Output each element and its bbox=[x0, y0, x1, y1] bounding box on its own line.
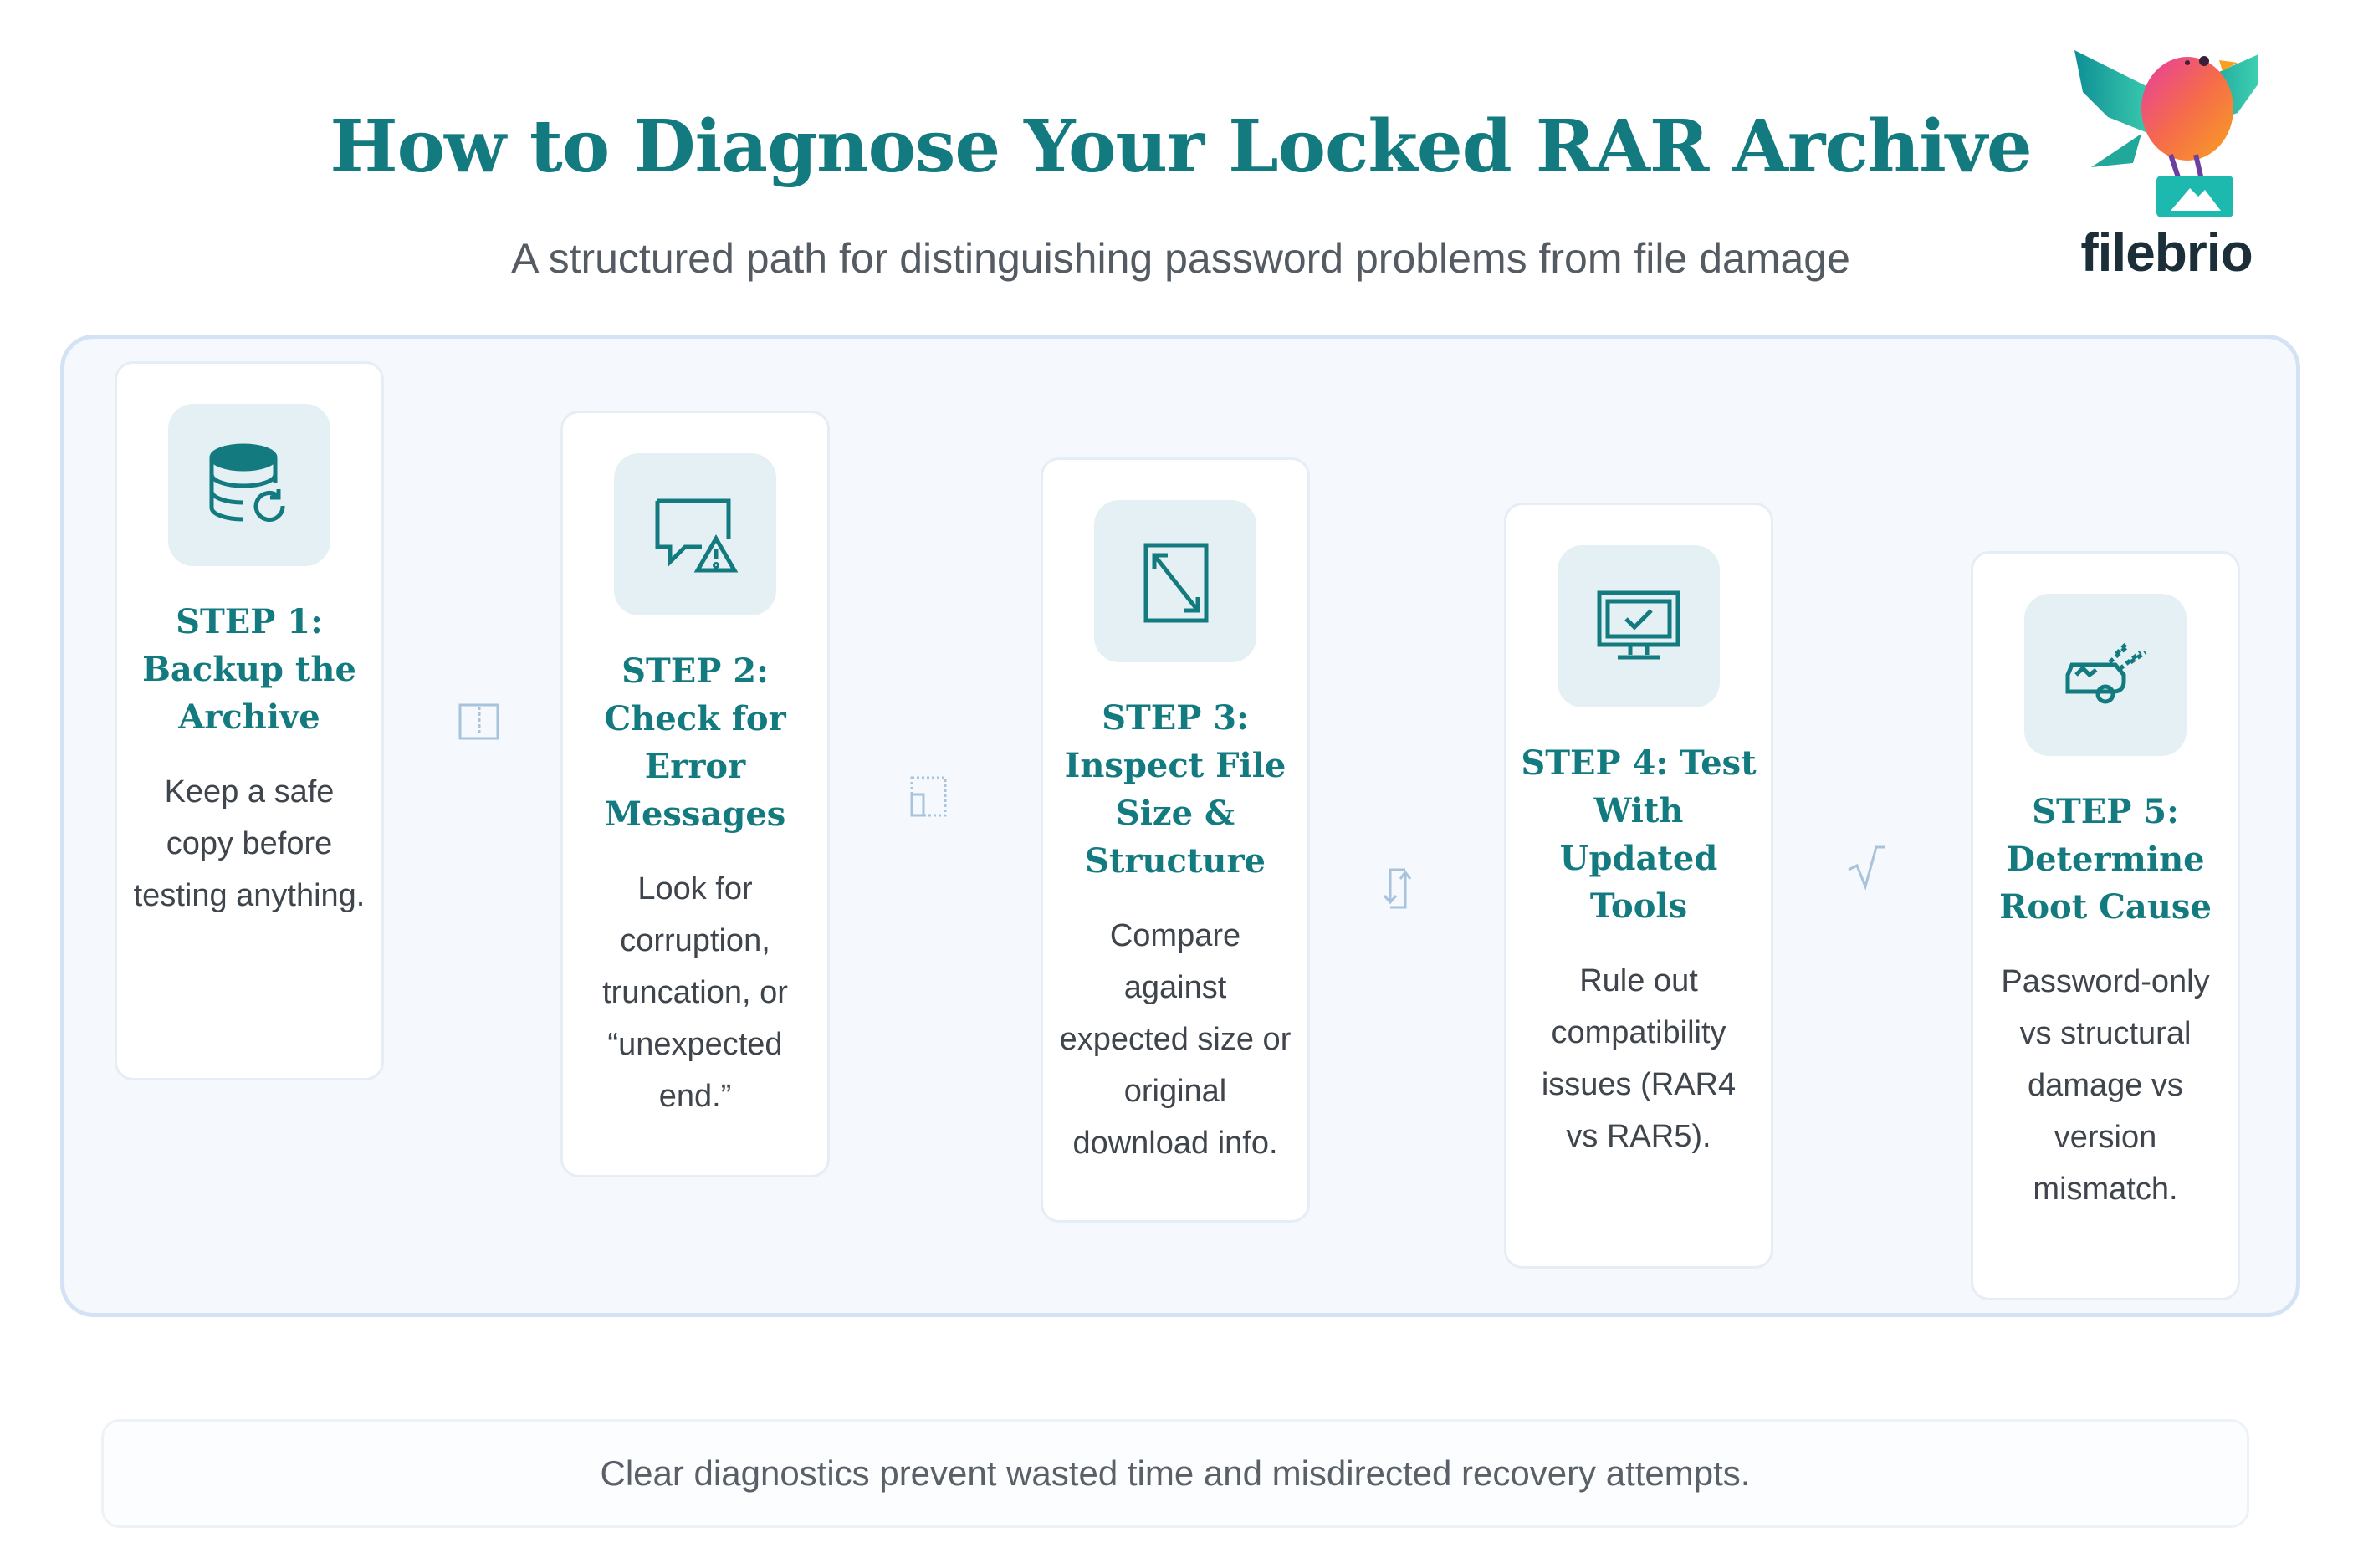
step-description: Rule out compatibility issues (RAR4 vs R… bbox=[1541, 963, 1737, 1154]
footer-note: Clear diagnostics prevent wasted time an… bbox=[101, 1419, 2249, 1528]
step-title: STEP 2: Check for Error Messages bbox=[604, 651, 786, 834]
footer-text: Clear diagnostics prevent wasted time an… bbox=[600, 1453, 1751, 1493]
step-description: Password-only vs structural damage vs ve… bbox=[2001, 964, 2210, 1207]
car-crash-icon bbox=[2024, 594, 2187, 756]
monitor-check-icon bbox=[1558, 545, 1720, 707]
step-description: Look for corruption, truncation, or “une… bbox=[602, 871, 788, 1114]
filebrio-logo: filebrio bbox=[2058, 17, 2275, 284]
step-description: Compare against expected size or origina… bbox=[1059, 918, 1292, 1161]
page-title: How to Diagnose Your Locked RAR Archive bbox=[330, 105, 2032, 189]
swap-arrows-icon bbox=[1380, 866, 1430, 916]
zip-folder-icon bbox=[456, 698, 506, 748]
step-card-1: STEP 1: Backup the Archive Keep a safe c… bbox=[115, 361, 384, 1080]
step-title: STEP 4: Test With Updated Tools bbox=[1521, 743, 1757, 926]
step-description: Keep a safe copy before testing anything… bbox=[133, 774, 366, 913]
message-warning-icon bbox=[614, 453, 776, 615]
dotted-square-icon bbox=[903, 774, 954, 824]
step-card-4: STEP 4: Test With Updated Tools Rule out… bbox=[1504, 503, 1773, 1269]
step-title: STEP 1: Backup the Archive bbox=[142, 602, 356, 737]
step-card-3: STEP 3: Inspect File Size & Structure Co… bbox=[1041, 457, 1310, 1223]
database-refresh-icon bbox=[168, 404, 330, 566]
step-title: STEP 3: Inspect File Size & Structure bbox=[1064, 698, 1286, 881]
step-title: STEP 5: Determine Root Cause bbox=[1999, 792, 2212, 927]
resize-diagonal-icon bbox=[1094, 500, 1256, 662]
step-card-5: STEP 5: Determine Root Cause Password-on… bbox=[1971, 551, 2240, 1300]
step-card-2: STEP 2: Check for Error Messages Look fo… bbox=[560, 411, 830, 1177]
checkmark-icon bbox=[1844, 840, 1895, 891]
page-subtitle: A structured path for distinguishing pas… bbox=[511, 235, 1850, 282]
bird-icon bbox=[2074, 50, 2258, 217]
logo-text: filebrio bbox=[2080, 222, 2253, 283]
